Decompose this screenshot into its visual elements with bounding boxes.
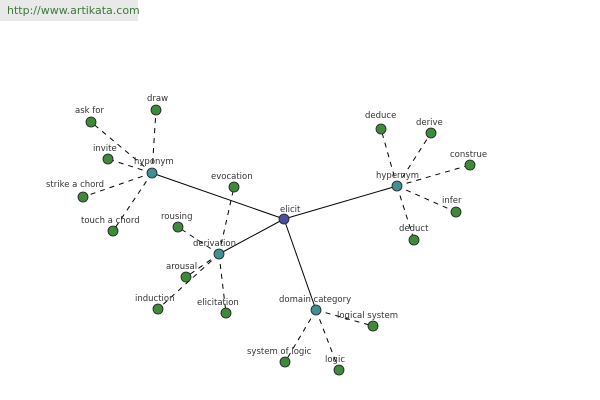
leaf-label-construe: construe [450,150,487,160]
leaf-node-system-of-logic [279,356,291,368]
node-layer [77,104,476,376]
edge-hyponym-strike-a-chord [82,172,153,198]
edge-elicit-domain-category [283,218,317,311]
leaf-node-invite [102,153,114,165]
leaf-label-deduct: deduct [399,224,429,234]
hub-label-hypernym: hypernym [376,171,419,181]
leaf-label-strike-a-chord: strike a chord [46,180,104,190]
edge-layer [82,109,471,371]
edge-hypernym-derive [396,132,432,187]
leaf-node-draw [150,104,162,116]
center-node-elicit [278,213,290,225]
leaf-label-draw: draw [147,94,168,104]
leaf-label-touch-a-chord: touch a chord [81,216,140,226]
leaf-node-elicitation [220,307,232,319]
leaf-label-logical-system: logical system [337,311,398,321]
leaf-node-induction [152,303,164,315]
edge-hyponym-touch-a-chord [112,172,153,232]
leaf-label-induction: induction [135,294,175,304]
hub-label-hyponym: hyponym [134,157,174,167]
leaf-node-evocation [228,181,240,193]
leaf-node-infer [450,206,462,218]
center-label-elicit: elicit [280,205,301,215]
leaf-node-logical-system [367,320,379,332]
edge-elicit-derivation [218,218,285,255]
label-layer: ask for draw invite strike a chord touch a c… [46,94,487,365]
hub-label-domain-category: domain category [279,295,351,305]
leaf-label-deduce: deduce [365,111,396,121]
hub-node-hyponym [146,167,158,179]
leaf-label-ask-for: ask for [75,106,104,116]
leaf-label-invite: invite [93,144,117,154]
leaf-node-strike-a-chord [77,191,89,203]
url-banner: http://www.artikata.com [0,0,140,21]
leaf-node-ask-for [85,116,97,128]
leaf-node-deduce [375,123,387,135]
edge-hyponym-ask-for [90,121,153,174]
leaf-label-elicitation: elicitation [197,298,239,308]
leaf-label-logic: logic [325,355,345,365]
hub-node-derivation [213,248,225,260]
edge-hypernym-construe [396,164,471,187]
hub-node-domain-category [310,304,322,316]
leaf-label-evocation: evocation [211,172,253,182]
edge-derivation-arousal [185,253,220,278]
leaf-label-arousal: arousal [166,262,197,272]
site-url-link[interactable]: http://www.artikata.com [7,4,140,17]
leaf-node-construe [464,159,476,171]
edge-domain-category-logic [315,309,340,371]
leaf-label-derive: derive [416,118,443,128]
leaf-label-infer: infer [442,196,462,206]
leaf-label-rousing: rousing [161,212,192,222]
edge-elicit-hypernym [283,185,398,220]
edge-domain-category-system-of-logic [284,309,317,363]
leaf-label-system-of-logic: system of logic [247,347,312,357]
edge-hyponym-invite [107,158,153,174]
leaf-node-rousing [172,221,184,233]
leaf-node-derive [425,127,437,139]
leaf-node-deduct [408,234,420,246]
edge-derivation-rousing [177,226,220,255]
leaf-node-arousal [180,271,192,283]
hub-label-derivation: derivation [193,239,236,249]
leaf-node-logic [333,364,345,376]
edge-derivation-evocation [218,186,235,255]
leaf-node-touch-a-chord [107,225,119,237]
edge-elicit-hyponym [151,172,285,220]
edge-hypernym-infer [396,185,457,213]
hub-node-hypernym [391,180,403,192]
edge-hyponym-draw [151,109,157,174]
